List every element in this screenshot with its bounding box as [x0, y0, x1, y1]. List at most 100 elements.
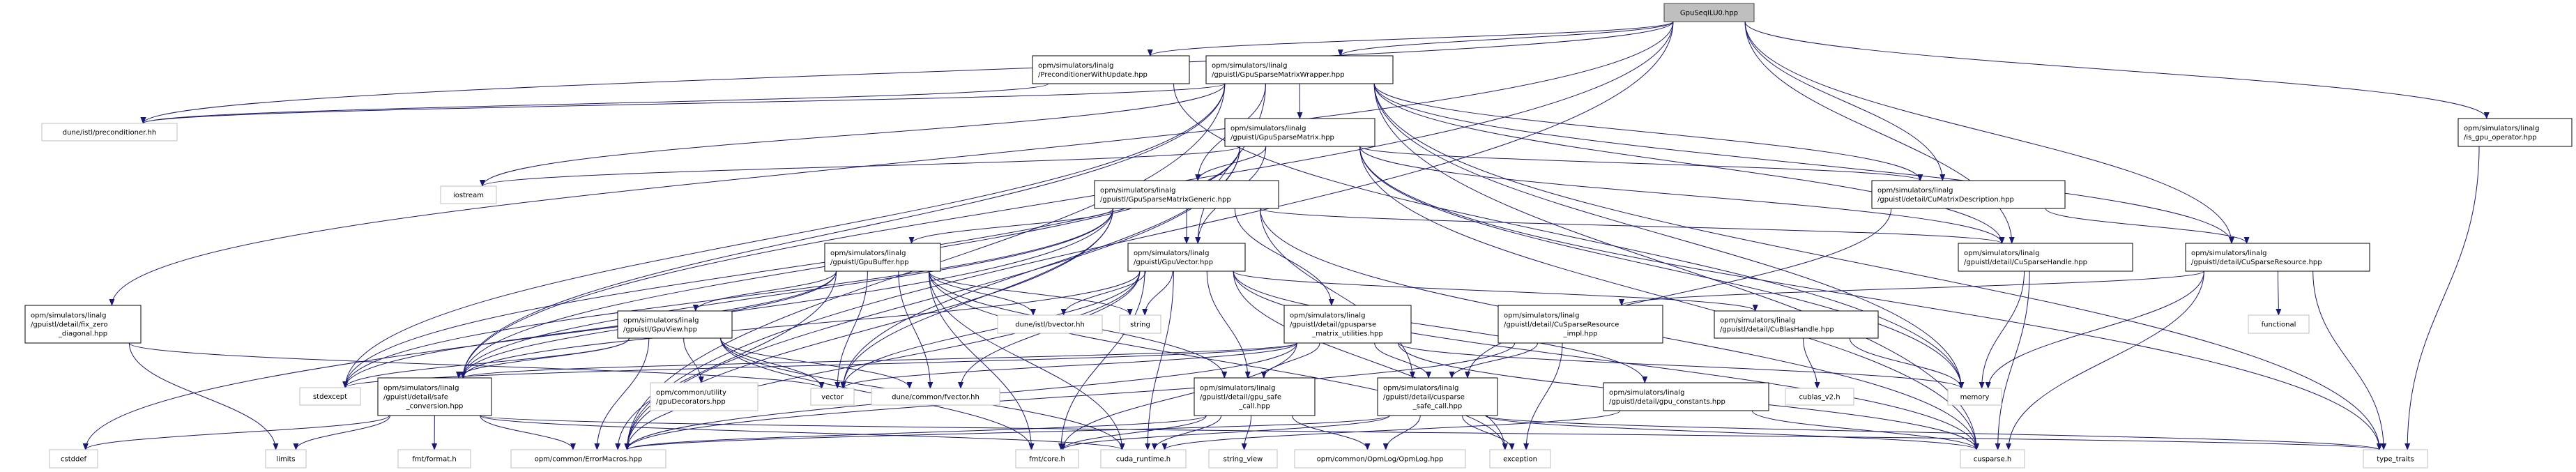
node-cudaruntime: cuda_runtime.h: [1100, 449, 1187, 469]
node-label-line: iostream: [453, 192, 484, 199]
node-cusresimpl[interactable]: opm/simulators/linalg/gpuistl/detail/CuS…: [1497, 305, 1663, 344]
node-memory: memory: [1947, 388, 2002, 406]
node-label-line: opm/simulators/linalg: [1290, 312, 1365, 320]
node-label-line: /gpuistl/detail/gpu_safe: [1200, 394, 1281, 402]
edge-gpuvector-to-vector: [840, 271, 1141, 389]
node-box: [377, 377, 492, 416]
node-label-line: opm/simulators/linalg: [1720, 317, 1795, 325]
edge-gsm-to-typetraits: [1359, 146, 2382, 450]
edge-gpubuffer-to-bvector: [928, 271, 1036, 316]
edge-fixzero-to-vector: [128, 342, 825, 389]
node-gsm[interactable]: opm/simulators/linalg/gpuistl/GpuSparseM…: [1224, 118, 1375, 147]
node-fixzero[interactable]: opm/simulators/linalg/gpuistl/detail/fix…: [24, 305, 142, 344]
edge-gsmutil-to-gpusafecall: [1260, 342, 1320, 379]
node-box: [1283, 305, 1412, 344]
edge-cusres-to-cusparseh: [2006, 271, 2204, 450]
node-stringview: string_view: [1208, 449, 1278, 469]
node-label-line: /gpuistl/detail/CuBlasHandle.hpp: [1720, 326, 1834, 334]
node-gsmutil[interactable]: opm/simulators/linalg/gpuistl/detail/gpu…: [1283, 305, 1412, 344]
edge-wrapper-to-memory: [1373, 83, 1965, 389]
edge-cuspsafecall-to-exception: [1462, 415, 1515, 450]
node-box: [1489, 449, 1551, 469]
node-label-line: string: [1130, 321, 1150, 329]
node-box: [997, 314, 1103, 334]
node-box: [824, 243, 941, 272]
node-wrapper[interactable]: opm/simulators/linalg/gpuistl/GpuSparseM…: [1205, 55, 1394, 84]
edge-cumatdesc-to-cusres: [2045, 208, 2250, 244]
edge-cusresimpl-to-errormacros: [624, 342, 1516, 450]
node-label-line: functional: [2262, 321, 2296, 329]
node-label-line: opm/simulators/linalg: [1877, 187, 1953, 195]
edge-gpubuffer-to-exception: [928, 271, 1508, 450]
node-label-line: opm/common/utility: [656, 389, 726, 397]
node-box: [1497, 305, 1663, 344]
edge-gpusafecall-to-opmlog: [1292, 415, 1371, 450]
node-label-line: cusparse.h: [1974, 456, 2012, 464]
node-label-line: string_view: [1224, 456, 1263, 464]
node-vector: vector: [810, 388, 855, 406]
edge-gpubuffer-to-errormacros: [615, 271, 837, 450]
node-gpusafecall[interactable]: opm/simulators/linalg/gpuistl/detail/gpu…: [1194, 377, 1316, 416]
node-label-line: opm/simulators/linalg: [1038, 62, 1113, 70]
node-root[interactable]: GpuSeqILU0.hpp: [1663, 3, 1755, 22]
node-cusres[interactable]: opm/simulators/linalg/gpuistl/detail/CuS…: [2185, 243, 2370, 272]
edge-gpuview-to-stdexcept: [342, 337, 630, 388]
node-cstddef: cstddef: [49, 449, 98, 469]
edge-gpuconst-to-cudaruntime: [1161, 410, 1621, 450]
edge-cusresimpl-to-exception: [1523, 342, 1563, 450]
node-precond: dune/istl/preconditioner.hh: [41, 123, 178, 142]
edge-gsmutil-to-memory: [1398, 342, 1965, 389]
node-cusphandle[interactable]: opm/simulators/linalg/gpuistl/detail/CuS…: [1958, 243, 2133, 272]
node-label-line: _matrix_utilities.hpp: [1311, 330, 1382, 338]
node-label-line: /gpuistl/GpuSparseMatrix.hpp: [1230, 134, 1334, 142]
node-box: [1785, 388, 1854, 406]
edge-safeconv-to-typetraits: [480, 415, 2381, 450]
edge-gsmutil-to-vector: [840, 342, 1297, 389]
node-box: [2185, 243, 2370, 272]
node-cuspsafecall[interactable]: opm/simulators/linalg/gpuistl/detail/cus…: [1377, 377, 1498, 416]
node-gpuview[interactable]: opm/simulators/linalg/gpuistl/GpuView.hp…: [617, 310, 733, 339]
edge-gpubuffer-to-string: [928, 271, 1133, 316]
node-label-line: fmt/format.h: [412, 456, 456, 464]
node-cublashandle[interactable]: opm/simulators/linalg/gpuistl/detail/CuB…: [1714, 310, 1879, 339]
edge-wrapper-to-cumatdesc: [1373, 83, 1923, 181]
node-label-line: opm/simulators/linalg: [1100, 187, 1175, 195]
node-generic[interactable]: opm/simulators/linalg/gpuistl/GpuSparseM…: [1094, 180, 1279, 209]
edge-cusres-to-cusresimpl: [1619, 271, 2204, 306]
node-label-line: /gpuistl/detail/cusparse: [1383, 394, 1465, 402]
node-gpuconst[interactable]: opm/simulators/linalg/gpuistl/detail/gpu…: [1603, 382, 1769, 411]
node-isgpuop[interactable]: opm/simulators/linalg/is_gpu_operator.hp…: [2457, 118, 2573, 147]
node-typetraits: type_traits: [2363, 449, 2428, 469]
edge-root-to-errormacros: [624, 21, 1674, 450]
edge-generic-to-vector: [840, 208, 1113, 389]
edge-root-to-fixzero: [109, 21, 1674, 306]
edge-root-to-cusphandle: [1744, 21, 2015, 244]
edge-fixzero-to-limits: [128, 342, 279, 450]
node-box: [1208, 449, 1278, 469]
edge-wrapper-to-iostream: [480, 83, 1226, 187]
node-safeconv[interactable]: opm/simulators/linalg/gpuistl/detail/saf…: [377, 377, 492, 416]
edge-wrapper-to-safeconv: [460, 83, 1226, 379]
node-label-line: /is_gpu_operator.hpp: [2464, 134, 2537, 142]
edge-gsm-to-iostream: [480, 146, 1240, 187]
node-label-line: /gpuistl/detail/fix_zero: [31, 321, 108, 329]
node-pwu[interactable]: opm/simulators/linalg/PreconditionerWith…: [1032, 55, 1190, 84]
node-label-line: opm/common/OpmLog/OpmLog.hpp: [1317, 456, 1444, 464]
node-label-line: /gpuistl/detail/gpusparse: [1290, 321, 1376, 329]
node-gpudecor: opm/common/utility/gpuDecorators.hpp: [650, 382, 759, 411]
node-box: [1119, 314, 1161, 334]
node-label-line: dune/common/fvector.hh: [892, 394, 980, 402]
node-gpuvector[interactable]: opm/simulators/linalg/gpuistl/GpuVector.…: [1127, 243, 1246, 272]
node-box: [24, 305, 142, 344]
node-box: [1015, 449, 1079, 469]
node-gpubuffer[interactable]: opm/simulators/linalg/gpuistl/GpuBuffer.…: [824, 243, 941, 272]
node-label-line: cublas_v2.h: [1799, 394, 1840, 402]
node-cumatdesc[interactable]: opm/simulators/linalg/gpuistl/detail/CuM…: [1871, 180, 2066, 209]
edge-root-to-cusres: [1744, 21, 2234, 244]
node-box: [1377, 377, 1498, 416]
node-label-line: opm/simulators/linalg: [2464, 125, 2539, 132]
edge-gpuvector-to-cublashandle: [1233, 271, 1758, 312]
node-label-line: opm/simulators/linalg: [1609, 389, 1684, 397]
edge-generic-to-gpubuffer: [908, 208, 1113, 244]
node-label-line: memory: [1960, 394, 1990, 402]
